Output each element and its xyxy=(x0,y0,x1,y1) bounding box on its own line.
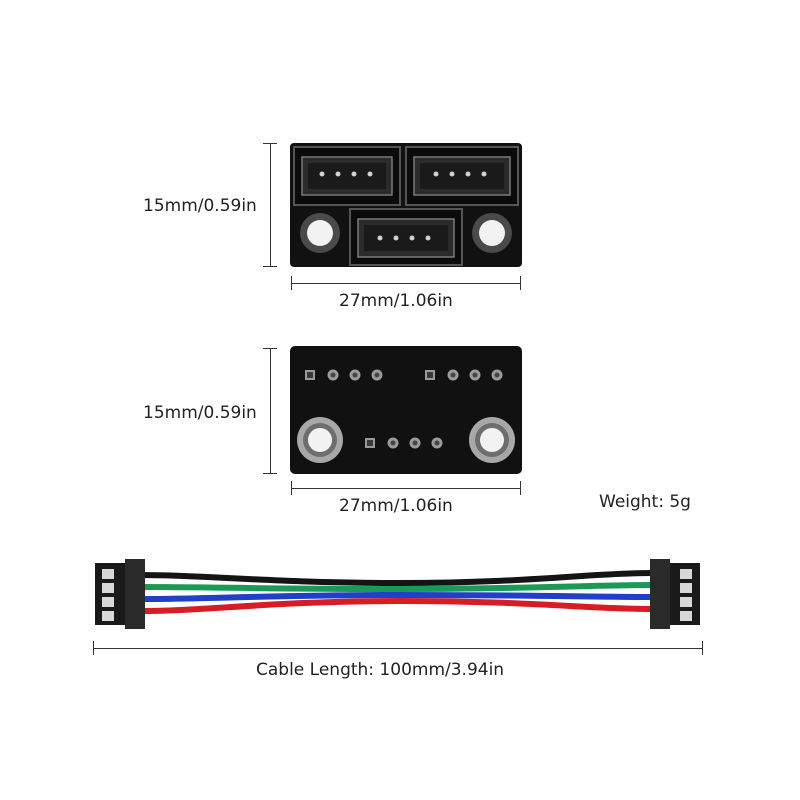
bottom-board-width-label: 27mm/1.06in xyxy=(339,496,453,516)
bottom-board-height-tick-bottom xyxy=(263,473,277,474)
connector-center xyxy=(349,208,463,266)
cable-connector-left xyxy=(95,559,145,629)
bottom-board-width-tick-left xyxy=(291,481,292,495)
top-board-height-line xyxy=(270,143,271,267)
mounting-hole-right xyxy=(469,417,515,463)
wire-black xyxy=(139,570,653,587)
solder-pads-center xyxy=(365,437,443,449)
cable-assembly xyxy=(95,559,700,629)
top-board-height-label: 15mm/0.59in xyxy=(143,196,257,216)
connector-left xyxy=(293,146,401,206)
cable-length-tick-right xyxy=(702,641,703,655)
bottom-board-height-tick-top xyxy=(263,348,277,349)
solder-pads-right xyxy=(425,369,503,381)
cable-length-label: Cable Length: 100mm/3.94in xyxy=(256,660,505,680)
cable-connector-right xyxy=(650,559,700,629)
connector-right xyxy=(405,146,519,206)
top-board-connector-side xyxy=(290,143,522,267)
cable-length-line xyxy=(93,648,703,649)
top-board-width-tick-left xyxy=(291,276,292,290)
top-board-height-tick-top xyxy=(263,143,277,144)
mounting-hole-left xyxy=(297,417,343,463)
bottom-board-width-tick-right xyxy=(520,481,521,495)
bottom-board-width-line xyxy=(291,488,521,489)
bottom-board-height-line xyxy=(270,348,271,474)
cable-length-tick-left xyxy=(93,641,94,655)
wire-blue xyxy=(139,591,653,602)
top-board-width-line xyxy=(291,283,521,284)
pcb-body xyxy=(290,346,522,474)
bottom-board-height-label: 15mm/0.59in xyxy=(143,403,257,423)
wire-red xyxy=(139,597,653,614)
mounting-hole-right xyxy=(472,213,512,253)
bottom-board-solder-side xyxy=(290,346,522,474)
top-board-width-label: 27mm/1.06in xyxy=(339,291,453,311)
top-board-height-tick-bottom xyxy=(263,266,277,267)
solder-pads-left xyxy=(305,369,383,381)
wire-green xyxy=(139,582,653,593)
mounting-hole-left xyxy=(300,213,340,253)
top-board-width-tick-right xyxy=(520,276,521,290)
weight-label: Weight: 5g xyxy=(599,492,691,512)
